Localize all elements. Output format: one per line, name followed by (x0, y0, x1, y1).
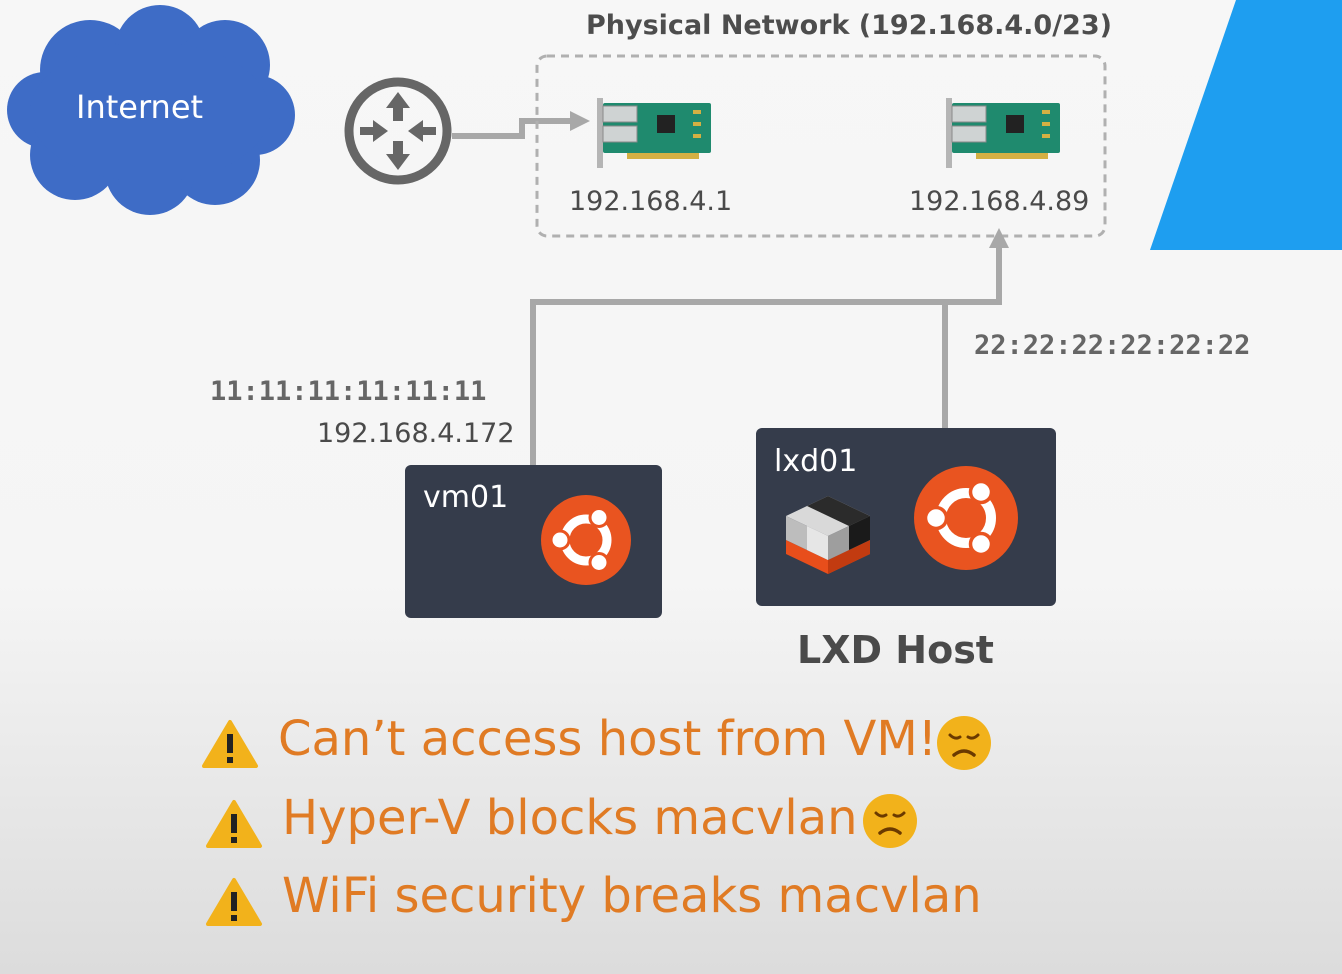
physical-network-boundary (535, 54, 1107, 238)
host-mac-address: 22:22:22:22:22:22 (974, 330, 1251, 361)
nic-ip-host: 192.168.4.89 (909, 186, 1090, 217)
physical-network-title: Physical Network (192.168.4.0/23) (586, 10, 1112, 41)
vm-ip-address: 192.168.4.172 (317, 418, 515, 449)
blue-accent-shape (1150, 0, 1342, 250)
ubuntu-icon (914, 466, 1018, 570)
lxd-host-label: LXD Host (797, 628, 994, 672)
warning-text-3: WiFi security breaks macvlan (282, 868, 982, 924)
arrow-head (570, 111, 590, 131)
vm-to-network-link (530, 248, 1002, 465)
router-to-network-link (452, 118, 572, 139)
cloud-icon (7, 5, 295, 215)
warning-icon (206, 878, 262, 926)
vm-name: vm01 (423, 480, 509, 515)
warning-icon (206, 800, 262, 848)
warning-text-2: Hyper-V blocks macvlan (282, 790, 858, 846)
host-name: lxd01 (774, 444, 858, 479)
vm-mac-address: 11:11:11:11:11:11 (210, 376, 487, 407)
ubuntu-icon (541, 495, 631, 585)
internet-label: Internet (76, 88, 204, 126)
sad-face-icon (937, 716, 991, 770)
network-card-icon (597, 98, 711, 168)
warning-icon (202, 720, 258, 768)
lxd-icon (786, 496, 870, 574)
network-card-icon (946, 98, 1060, 168)
warning-text-1: Can’t access host from VM! (278, 711, 938, 767)
router-icon (344, 77, 452, 185)
arrow-head (989, 228, 1009, 248)
sad-face-icon (863, 794, 917, 848)
nic-ip-gateway: 192.168.4.1 (569, 186, 733, 217)
